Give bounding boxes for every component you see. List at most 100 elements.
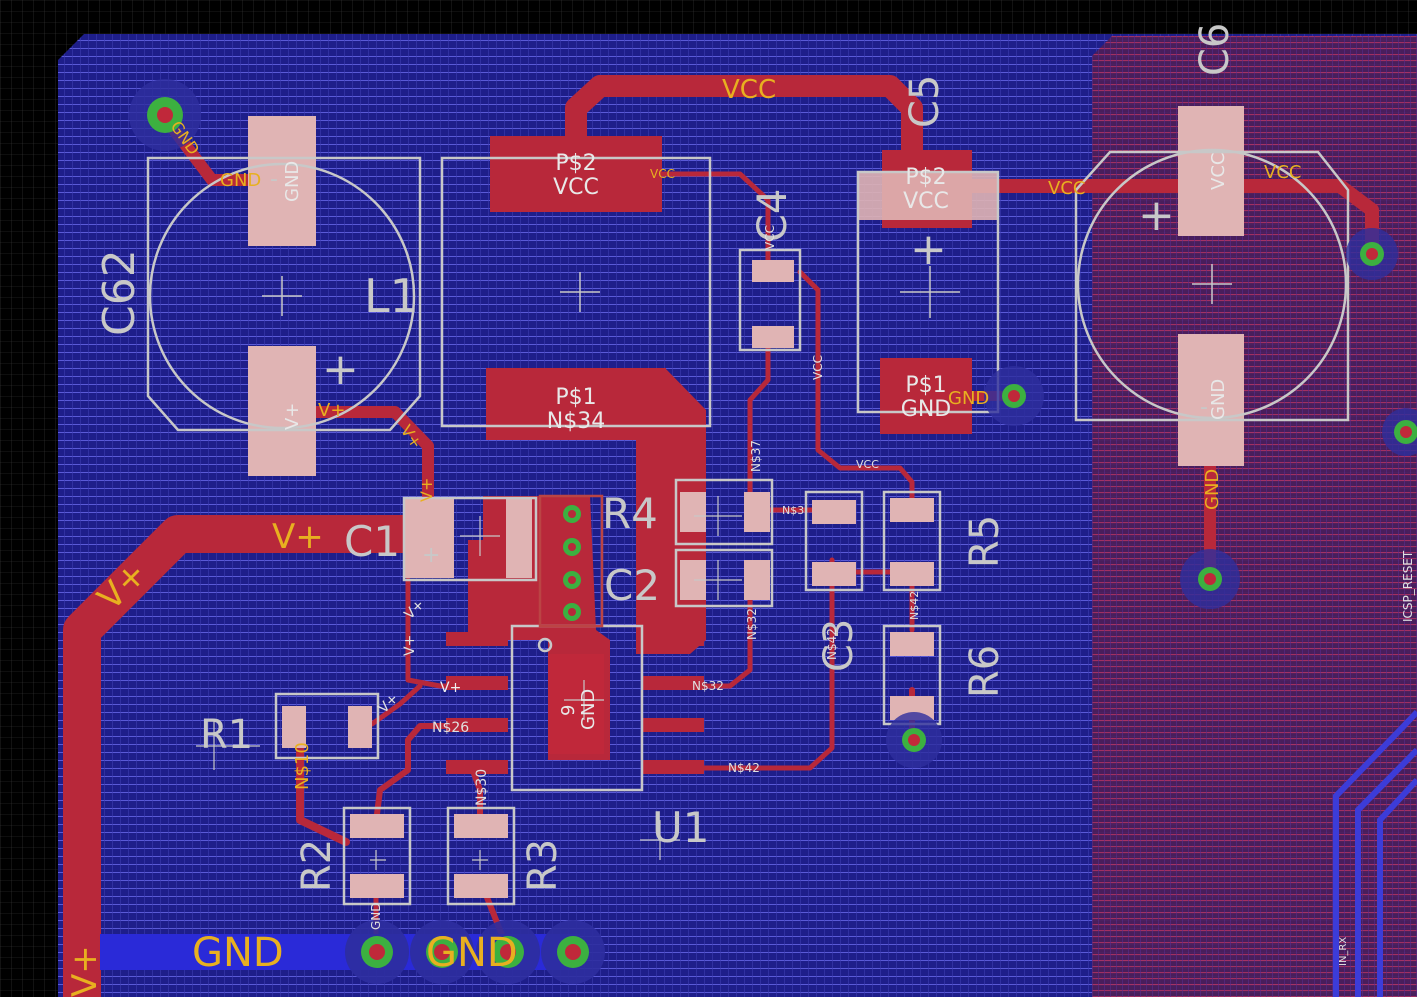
net-n32: N$32 bbox=[692, 679, 724, 693]
net-vplus-c1-vert: V+ bbox=[417, 478, 436, 502]
c62-plus-marker: + bbox=[322, 344, 359, 395]
c1-pad-2[interactable] bbox=[506, 498, 532, 578]
l1-pad-1[interactable] bbox=[486, 368, 666, 440]
u1-pin-2[interactable] bbox=[446, 676, 508, 690]
c62-pad-vplus[interactable] bbox=[248, 346, 316, 476]
c62-bot-net: V+ bbox=[282, 403, 303, 430]
via-gnd-1[interactable] bbox=[345, 920, 409, 984]
label-r1: R1 bbox=[200, 712, 253, 758]
net-labels: VCC VCC VCC VCC GND GND V+ V+ V+ N$32 N$… bbox=[192, 75, 1301, 976]
net-n32-vert: N$32 bbox=[745, 608, 759, 640]
label-u1: U1 bbox=[652, 803, 709, 852]
net-vplus-c1: V+ bbox=[272, 517, 324, 557]
trace-vcc-c4[interactable] bbox=[657, 171, 771, 263]
smd-pads[interactable] bbox=[248, 106, 1244, 774]
via-c6-right[interactable] bbox=[1346, 228, 1398, 280]
net-gnd-c5: GND bbox=[948, 388, 989, 409]
net-n10-vert: N$10 bbox=[292, 742, 313, 790]
trace-vcc-top[interactable] bbox=[565, 75, 923, 181]
c5-p2-net: VCC bbox=[903, 189, 949, 214]
label-r4: R4 bbox=[602, 489, 658, 538]
u1-pin-6[interactable] bbox=[642, 718, 704, 732]
trace-n26[interactable] bbox=[373, 723, 475, 825]
net-n42-r5: N$42 bbox=[908, 591, 921, 620]
trace-n10[interactable] bbox=[296, 736, 350, 846]
polarity-markers: + - + + + - bbox=[270, 167, 1208, 568]
u1-exposed-pad[interactable] bbox=[548, 654, 604, 754]
net-vcc-top: VCC bbox=[722, 75, 776, 105]
trace-vplus-r1[interactable] bbox=[369, 683, 423, 727]
net-n3: N$3 bbox=[782, 504, 804, 517]
net-vplus-bottom: V+ bbox=[65, 945, 105, 997]
c5-p1-net: GND bbox=[901, 397, 951, 422]
c5-pad-2-pale bbox=[858, 172, 998, 220]
via-gnd-4[interactable] bbox=[541, 920, 605, 984]
l1-p2-name: P$2 bbox=[555, 151, 596, 176]
label-l1: L1 bbox=[364, 269, 419, 323]
l1-pad-2[interactable] bbox=[490, 136, 662, 212]
via-gnd-3[interactable] bbox=[476, 920, 540, 984]
c5-p2-name: P$2 bbox=[905, 165, 946, 190]
net-vplus-c62: V+ bbox=[318, 400, 345, 421]
via-gnd-c6[interactable] bbox=[1180, 549, 1240, 609]
trace-vcc-c4-down[interactable] bbox=[797, 269, 915, 513]
u1-pin-5[interactable] bbox=[642, 760, 704, 774]
c6-pad-gnd[interactable] bbox=[1178, 334, 1244, 466]
c6-pad-vcc[interactable] bbox=[1178, 106, 1244, 236]
u1-pin-7[interactable] bbox=[642, 676, 704, 690]
net-vplus-u1: V+ bbox=[440, 680, 461, 696]
c62-minus-marker: - bbox=[270, 167, 278, 192]
component-labels: C62 L1 C1 C2 R4 C3 C4 C5 C6 R5 R6 R1 R2 … bbox=[94, 23, 1238, 892]
via-gnd-2[interactable] bbox=[410, 920, 474, 984]
net-n30-vert: N$30 bbox=[474, 769, 490, 806]
via-right-edge[interactable] bbox=[1382, 408, 1417, 456]
net-n42-vert: N$42 bbox=[825, 628, 839, 660]
c5-pad-1[interactable] bbox=[880, 358, 972, 434]
silkscreen bbox=[146, 148, 1350, 906]
net-vcc-c4-vert: VCC bbox=[763, 225, 777, 250]
vias[interactable] bbox=[129, 79, 1417, 984]
net-in-rx: IN_RX bbox=[1338, 937, 1349, 966]
u1-pin-4[interactable] bbox=[446, 760, 508, 774]
u1-pin-1[interactable] bbox=[446, 632, 508, 646]
c62-top-net: GND bbox=[282, 161, 303, 202]
u1-pin-3[interactable] bbox=[446, 718, 508, 732]
label-c62: C62 bbox=[94, 249, 145, 336]
u1-pin-8[interactable] bbox=[642, 632, 704, 646]
c5-p1-name: P$1 bbox=[905, 373, 946, 398]
bottom-traces-right[interactable] bbox=[1333, 709, 1417, 997]
label-c6: C6 bbox=[1192, 23, 1238, 76]
c6-plus-marker: + bbox=[1138, 190, 1175, 241]
label-r3: R3 bbox=[520, 839, 566, 892]
rotated-pad-labels: GND V+ VCC GND 9 GND bbox=[282, 153, 1229, 730]
via-gnd-c62[interactable] bbox=[129, 79, 201, 151]
via-gnd-c5[interactable] bbox=[984, 366, 1044, 426]
net-gnd-bottom-2: GND bbox=[426, 930, 518, 976]
c5-plus-marker: + bbox=[910, 224, 947, 275]
net-vcc-c5: VCC bbox=[1048, 178, 1085, 199]
label-r6: R6 bbox=[962, 645, 1008, 698]
top-copper-pour-right[interactable] bbox=[1092, 36, 1417, 997]
label-r2: R2 bbox=[294, 839, 340, 892]
label-c3: C3 bbox=[816, 619, 862, 672]
net-n26: N$26 bbox=[432, 720, 469, 736]
c6-minus-marker: - bbox=[1200, 395, 1208, 420]
trace-n32[interactable] bbox=[687, 587, 753, 689]
net-vplus-u1-vert: V+ bbox=[402, 635, 418, 656]
trace-n42[interactable] bbox=[687, 557, 835, 771]
u1-center-net: GND bbox=[578, 689, 599, 730]
trace-n30[interactable] bbox=[469, 765, 483, 823]
net-icsp-reset: ICSP_RESET bbox=[1401, 550, 1415, 622]
c62-pad-gnd[interactable] bbox=[248, 116, 316, 246]
trace-n37[interactable] bbox=[747, 337, 771, 509]
via-gnd-r6[interactable] bbox=[886, 712, 942, 768]
trace-vplus-main[interactable] bbox=[63, 515, 449, 997]
net-gnd-bottom-1: GND bbox=[192, 930, 284, 976]
net-gnd-c62: GND bbox=[220, 170, 261, 191]
net-vcc-small: VCC bbox=[650, 167, 675, 181]
l1-p2-net: VCC bbox=[553, 175, 599, 200]
label-c4: C4 bbox=[750, 189, 796, 242]
c1-pad-1[interactable] bbox=[404, 498, 454, 578]
